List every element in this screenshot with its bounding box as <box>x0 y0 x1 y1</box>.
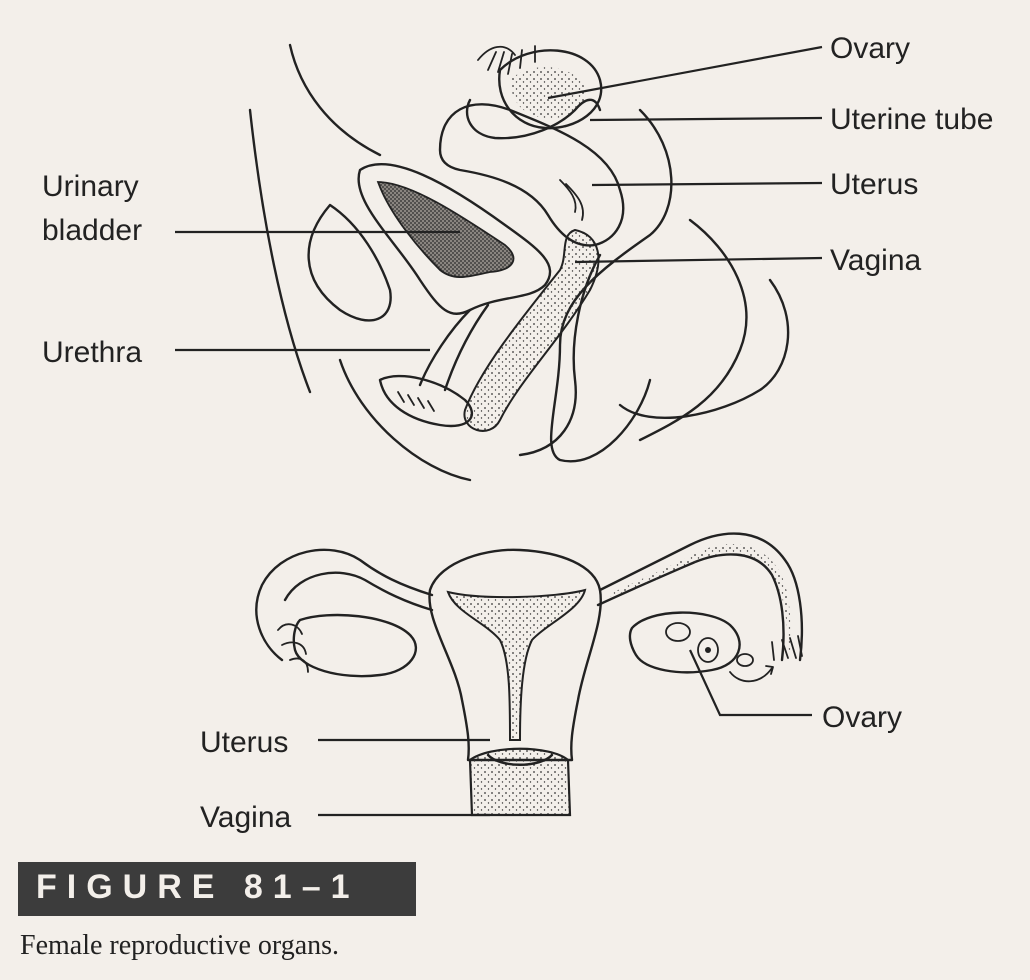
bladder-lumen <box>378 182 513 277</box>
labia-hatching <box>398 392 434 411</box>
ovulation-arrow <box>730 666 773 681</box>
vagina-frontal <box>470 749 570 815</box>
sacrum-curve <box>640 220 746 440</box>
label-uterine-tube: Uterine tube <box>830 103 993 136</box>
leader-uterus-sagittal <box>592 183 822 185</box>
label-urinary-bladder-line1: Urinary <box>42 170 139 203</box>
sagittal-view: Ovary Uterine tube Uterus Vagina Urinary… <box>42 32 993 480</box>
label-vagina-frontal: Vagina <box>200 801 292 834</box>
label-ovary-frontal: Ovary <box>822 701 902 734</box>
abdominal-wall-outline <box>290 45 380 155</box>
leader-ovary-sagittal <box>548 47 822 98</box>
label-vagina-sagittal: Vagina <box>830 244 922 277</box>
ovarian-follicle-1 <box>666 623 690 641</box>
left-ovary <box>294 615 416 676</box>
right-uterine-tube-inner <box>598 554 784 660</box>
leader-ovary-frontal <box>690 650 812 715</box>
left-uterine-tube <box>256 550 432 660</box>
leader-uterine-tube <box>590 118 822 120</box>
fimbriae <box>478 46 535 74</box>
label-uterus-frontal: Uterus <box>200 726 288 759</box>
label-uterus-sagittal: Uterus <box>830 168 918 201</box>
released-ovum <box>737 654 753 666</box>
figure-caption: Female reproductive organs. <box>20 930 339 962</box>
label-urinary-bladder-line2: bladder <box>42 214 142 247</box>
ovum <box>705 647 711 653</box>
labia <box>380 376 472 426</box>
leader-vagina-sagittal <box>575 258 822 262</box>
label-ovary-sagittal: Ovary <box>830 32 910 65</box>
right-tube-lumen <box>605 544 791 655</box>
frontal-view: Ovary Uterus Vagina <box>200 534 902 834</box>
left-fimbriae <box>278 624 308 672</box>
left-uterine-tube-inner <box>285 573 432 610</box>
figure-title: FIGURE 81–1 <box>36 868 360 907</box>
right-fimbriae <box>772 636 802 660</box>
uterine-cavity <box>560 180 583 220</box>
uterine-cavity-frontal <box>448 590 585 740</box>
label-urethra: Urethra <box>42 336 142 369</box>
right-ovary <box>630 613 740 673</box>
